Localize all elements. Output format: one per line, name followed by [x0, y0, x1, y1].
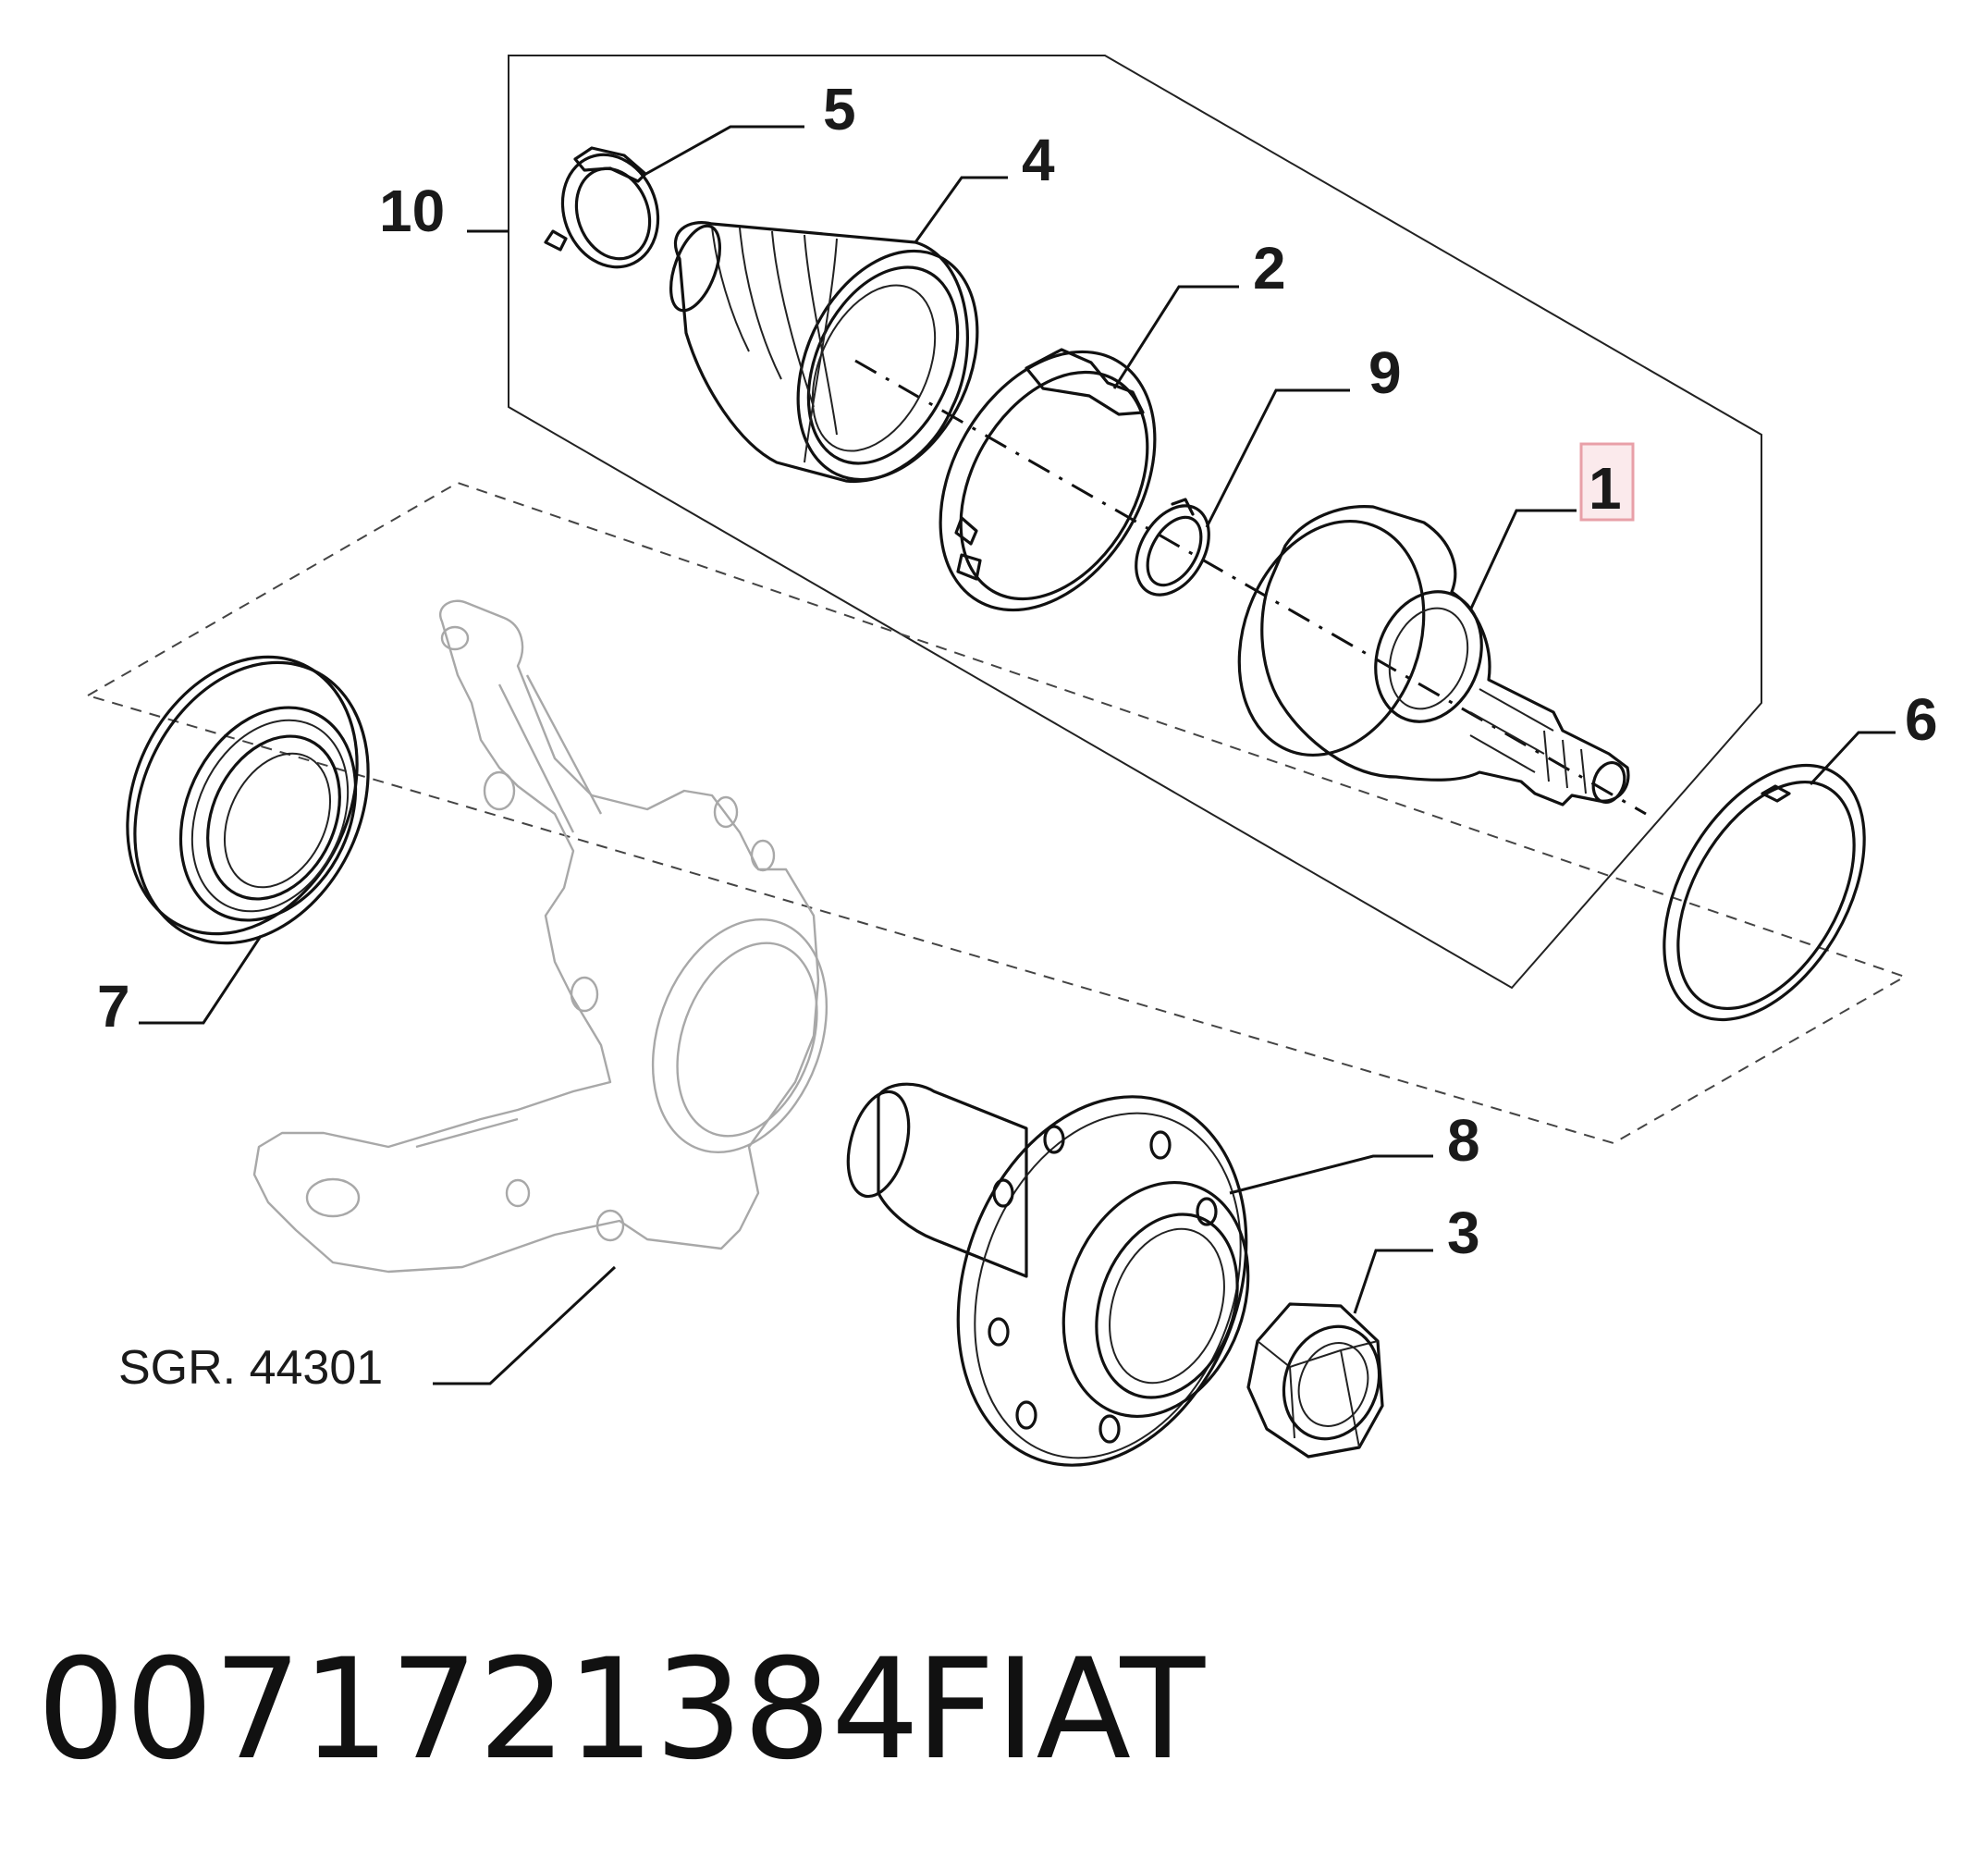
callout-8[interactable]: 8: [1447, 1107, 1480, 1174]
callout-1[interactable]: 1: [1589, 455, 1622, 522]
assembly-axis: [854, 359, 1647, 816]
leader-7: [139, 935, 263, 1025]
part-2-large-clamp: [939, 348, 1157, 612]
leader-4: [914, 176, 1008, 243]
kit-10-outline: [508, 55, 1762, 990]
part-5-clamp-band: [544, 146, 660, 269]
leader-1: [1468, 509, 1577, 611]
hub-group-outline: [85, 481, 1908, 1145]
part-1-cv-joint: [1237, 505, 1630, 806]
steering-knuckle-reference: [252, 599, 828, 1274]
callout-7[interactable]: 7: [97, 973, 130, 1040]
part-8-wheel-hub: [846, 1082, 1250, 1467]
part-6-lock-ring: [1663, 763, 1866, 1022]
callout-1-highlight: [1579, 442, 1635, 522]
leader-6: [1809, 731, 1896, 786]
callout-10[interactable]: 10: [379, 178, 445, 244]
leader-3: [1353, 1249, 1433, 1314]
part-7-wheel-bearing: [126, 655, 370, 945]
leader-2: [1112, 285, 1239, 389]
leader-sgr: [433, 1265, 617, 1385]
callout-6[interactable]: 6: [1905, 686, 1938, 753]
brand-caption: FIAT: [915, 1630, 1206, 1791]
leader-5: [642, 125, 804, 178]
callout-4[interactable]: 4: [1022, 127, 1055, 193]
part-4-cv-boot: [669, 221, 979, 484]
leader-8: [1229, 1154, 1433, 1195]
callout-5[interactable]: 5: [823, 76, 856, 142]
part-3-hub-nut: [1246, 1302, 1384, 1459]
callout-3[interactable]: 3: [1447, 1200, 1480, 1266]
reference-label[interactable]: SGR. 44301: [118, 1341, 383, 1395]
part-9-circlip: [1135, 498, 1210, 597]
part-number-caption: 0071721384: [37, 1630, 919, 1791]
leader-9: [1205, 388, 1350, 528]
callout-9[interactable]: 9: [1368, 339, 1402, 406]
callout-2[interactable]: 2: [1253, 235, 1286, 302]
